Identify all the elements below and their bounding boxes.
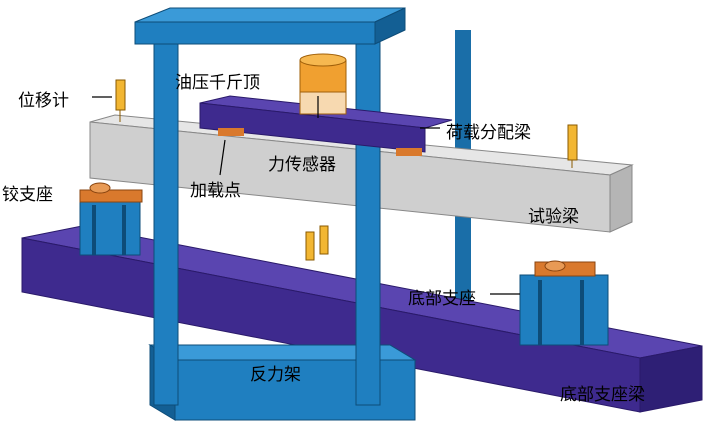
label-reaction-frame: 反力架 — [250, 365, 301, 385]
label-test-beam: 试验梁 — [528, 207, 579, 227]
leader-lines — [92, 96, 520, 295]
label-hinge-support: 铰支座 — [2, 185, 53, 205]
label-bottom-support-beam: 底部支座梁 — [560, 385, 645, 405]
displacement-gauges — [115, 79, 578, 261]
front-right-column — [355, 34, 381, 406]
reaction-frame-top — [134, 7, 406, 45]
label-loading-point: 加载点 — [190, 181, 241, 201]
label-bottom-support: 底部支座 — [408, 289, 476, 309]
bottom-support-right — [519, 260, 609, 346]
label-load-cell: 力传感器 — [268, 155, 336, 175]
hinge-support-left — [79, 182, 143, 256]
label-load-distribution-beam: 荷载分配梁 — [446, 123, 531, 143]
hydraulic-jack — [299, 53, 347, 115]
label-displacement-gauge: 位移计 — [18, 91, 69, 111]
label-hydraulic-jack: 油压千斤顶 — [175, 73, 260, 93]
